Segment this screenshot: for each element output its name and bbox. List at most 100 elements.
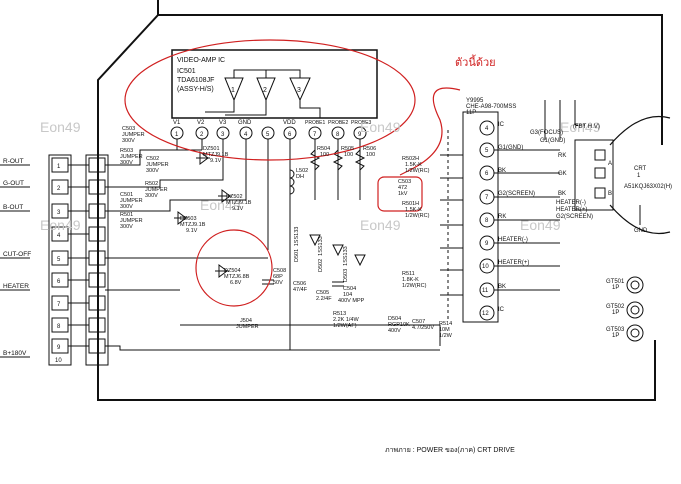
crt-fbt-label: (FBT H.V) [573, 124, 600, 130]
gnd-bus [180, 324, 441, 346]
ic-internal-wiring [205, 69, 321, 118]
crt-rk-label: RK [558, 153, 566, 159]
socket-pin-label: BK [498, 168, 506, 174]
amp-label-3: 3 [297, 87, 301, 94]
zener-diode-dz504 [215, 264, 229, 278]
annotation-box-c503 [377, 176, 423, 212]
ic-ref: IC501 [177, 68, 196, 75]
zener-diode-dz501 [196, 151, 210, 165]
socket-pin-number: 8 [485, 218, 489, 224]
ic-pin-number: 4 [244, 132, 248, 138]
socket-pin-number: 10 [482, 264, 489, 270]
socket-pin-label: RK [498, 214, 506, 220]
focus-lines [544, 100, 585, 140]
annotation-text: ตัวนี้ด้วย [455, 54, 496, 69]
crt-focus-label: G3(FOCUS) [530, 130, 563, 136]
socket-pin-count: 11P [466, 110, 476, 116]
signal-trace-r [105, 149, 202, 166]
board-outline [97, 0, 656, 401]
ic-pin-number: 9 [358, 132, 362, 138]
socket-pin-label: G2(SCREEN) [498, 191, 535, 197]
watermark: Eon49 [520, 217, 561, 233]
crt-g1-label: G1(GND) [540, 138, 565, 144]
connector-label: CUT-OFF [3, 251, 31, 258]
ic-pins [170, 126, 367, 140]
resistor-r506 [354, 149, 366, 171]
crt-heater-minus-label: HEATER(-) [556, 200, 586, 206]
socket-pin-number: 4 [485, 126, 489, 132]
capacitor-c504 [332, 281, 344, 287]
zener-diode-dz503 [174, 211, 188, 225]
socket-pin-number: 9 [485, 241, 489, 247]
watermark: Eon49 [40, 217, 81, 233]
ic-pin-number: 8 [336, 132, 340, 138]
connector-pin-number: 9 [57, 345, 61, 351]
resistor-r504 [309, 149, 321, 171]
annotation-ellipse-dz504 [195, 229, 273, 307]
ic-pin-name: PROBE2 [328, 120, 349, 126]
socket-left-traces [440, 154, 463, 296]
connector-label: R-OUT [3, 158, 24, 165]
connector-join-lines [68, 164, 89, 347]
ic-pin-name: V2 [197, 120, 205, 126]
crt-socket-block [462, 111, 499, 323]
ic-title: VIDEO-AMP IC [177, 57, 225, 64]
annotation-ellipse-ic [124, 39, 416, 161]
connector-pin-number: 10 [55, 358, 62, 364]
crt-pin-squares [594, 149, 606, 199]
socket-part: CHE-A98-700MSS [466, 104, 516, 110]
ic-pin-number: 1 [175, 132, 179, 138]
footer-caption: ภาพภาย : POWER ของ(ภาค) CRT DRIVE [385, 447, 515, 454]
connector-label: B-OUT [3, 204, 23, 211]
watermark: Eon49 [360, 119, 401, 135]
socket-pin-number: 11 [482, 288, 489, 294]
crt-gnd-label: GND [634, 228, 648, 234]
crt-bk-label: BK [558, 191, 566, 197]
ic-pin-name: PROBE1 [305, 120, 326, 126]
label-d502: D5021SS133 [318, 236, 324, 272]
ic-part: TDA6108JF [177, 77, 214, 84]
video-amp-ic-box [171, 49, 378, 119]
annotation-arrow [399, 87, 461, 176]
amp-label-1: 1 [231, 87, 235, 94]
crt-pin-box [574, 139, 614, 211]
socket-pin-number: 6 [485, 171, 489, 177]
amp-label-2: 2 [263, 87, 267, 94]
crt-heater-plus-label: HEATER(+) [556, 207, 587, 213]
crt-screen-label: G2(SCREEN) [556, 214, 593, 220]
ic-pin-number: 2 [200, 132, 204, 138]
connector-pin-number: 4 [57, 233, 61, 239]
socket-pin-label: G1(GND) [498, 145, 523, 151]
connector-pin-number: 2 [57, 186, 61, 192]
ic-pin-number: 6 [288, 132, 292, 138]
socket-to-crt-traces [494, 149, 560, 291]
ic-pin-number: 3 [221, 132, 225, 138]
ic-pin-name: VDD [283, 120, 296, 126]
label-d501: D5011SS133 [294, 227, 300, 262]
connector-label: G-OUT [3, 180, 24, 187]
crt-gk-label: GK [558, 171, 567, 177]
socket-pin-number: 7 [485, 195, 489, 201]
ic-assy: (ASSY-H/S) [177, 86, 214, 93]
connector-label: HEATER [3, 283, 29, 290]
socket-pin-label: IC [498, 307, 505, 313]
ic-pin-name: GND [238, 120, 252, 126]
crt-num: 1 [637, 173, 641, 179]
watermark: Eon49 [200, 197, 241, 213]
